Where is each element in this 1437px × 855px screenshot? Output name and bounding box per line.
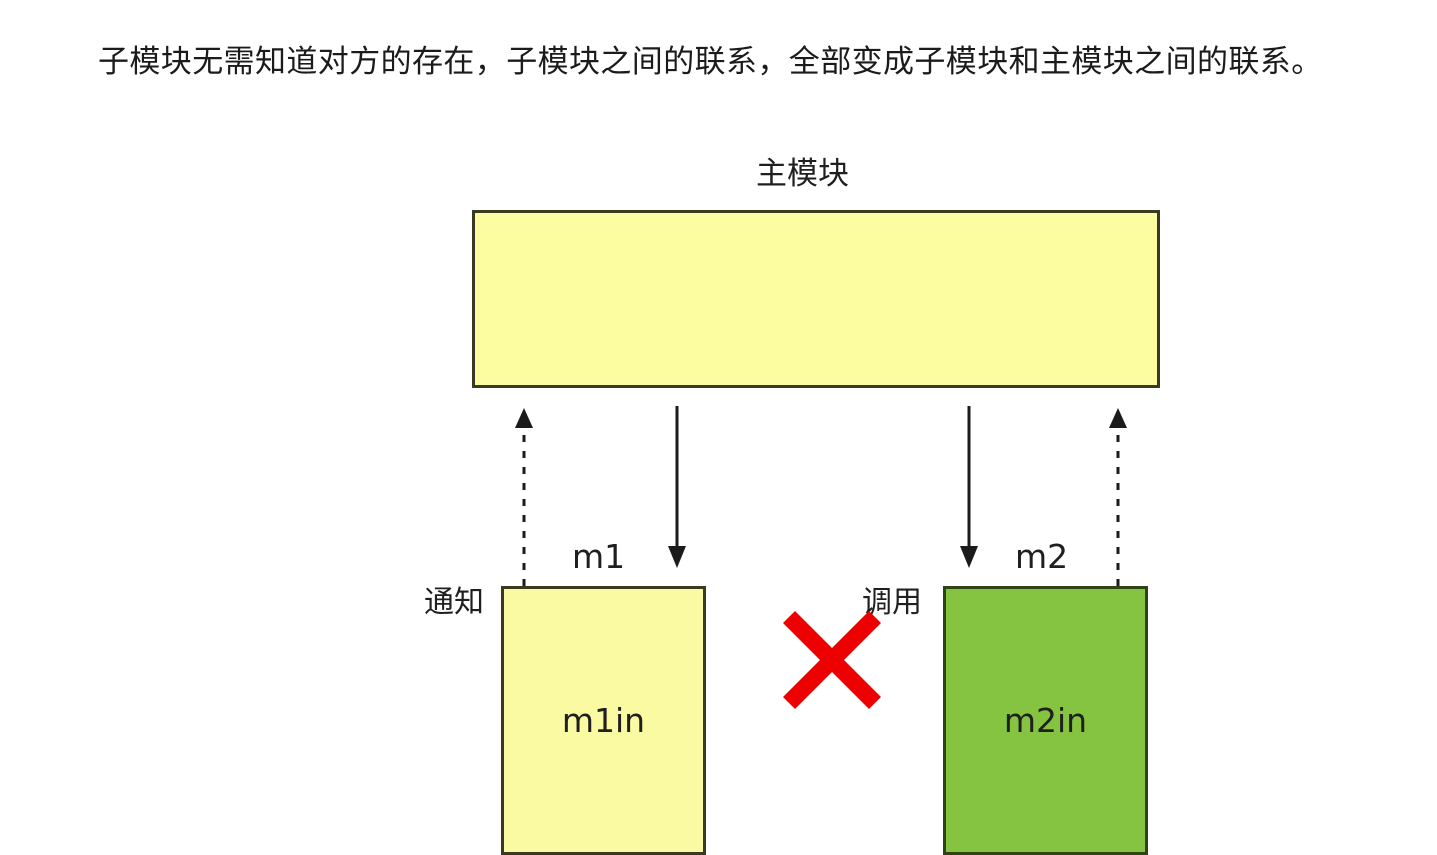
module-diagram: 主模块 通知 调用 m1 m2 m1in m2in [0, 110, 1437, 855]
main-module-title: 主模块 [756, 156, 849, 192]
node-m1in[interactable]: m1in [501, 586, 706, 855]
red-cross-icon [783, 611, 881, 709]
edge-m2-notify-main [1109, 408, 1127, 586]
slide-caption: 子模块无需知道对方的存在，子模块之间的联系，全部变成子模块和主模块之间的联系。 [98, 44, 1323, 80]
node-m2in-text: m2in [1003, 701, 1088, 740]
edge-label-notify: 通知 [424, 585, 484, 620]
edge-m1-notify-main [515, 408, 533, 586]
node-main-module[interactable] [472, 210, 1160, 388]
slide-canvas: 子模块无需知道对方的存在，子模块之间的联系，全部变成子模块和主模块之间的联系。 [0, 44, 1437, 855]
edge-main-call-m2 [960, 406, 978, 568]
node-label-m2: m2 [1015, 537, 1069, 576]
node-m1in-text: m1in [561, 701, 646, 740]
node-label-m1: m1 [572, 537, 626, 576]
edge-main-call-m1 [668, 406, 686, 568]
node-m2in[interactable]: m2in [943, 586, 1148, 855]
